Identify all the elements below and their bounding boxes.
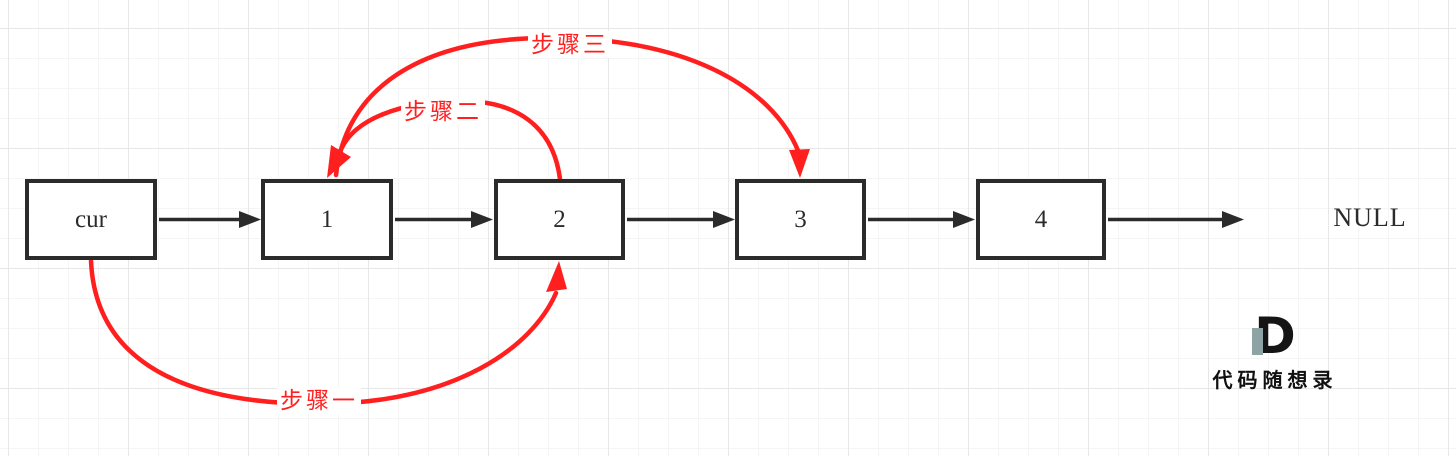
node-4: 4 <box>976 179 1106 260</box>
list-arrow-4-null <box>1108 211 1244 228</box>
node-3: 3 <box>735 179 866 260</box>
watermark-d-logo-icon: D <box>1252 311 1296 362</box>
list-arrow-cur-1 <box>159 211 261 228</box>
node-cur: cur <box>25 179 157 260</box>
node-4-label: 4 <box>1034 205 1048 233</box>
node-2-label: 2 <box>553 205 566 233</box>
node-1: 1 <box>261 179 393 260</box>
node-3-label: 3 <box>794 205 807 233</box>
watermark-text: 代码随想录 <box>1212 370 1338 392</box>
watermark-logo-accent-block <box>1252 328 1264 355</box>
list-arrow-3-4 <box>868 211 975 228</box>
null-terminal-label: NULL <box>1333 203 1407 232</box>
watermark: D 代码随想录 <box>1205 311 1345 393</box>
step-3-label: 步骤三 <box>528 31 612 58</box>
step-1-label: 步骤一 <box>277 387 361 414</box>
node-1-label: 1 <box>320 205 334 233</box>
step-2-label: 步骤二 <box>401 98 485 125</box>
node-2: 2 <box>494 179 625 260</box>
step-arrow-1-cur-to-2 <box>88 258 567 407</box>
list-arrow-2-3 <box>627 211 735 228</box>
node-cur-label: cur <box>75 205 107 233</box>
list-arrow-1-2 <box>395 211 493 228</box>
